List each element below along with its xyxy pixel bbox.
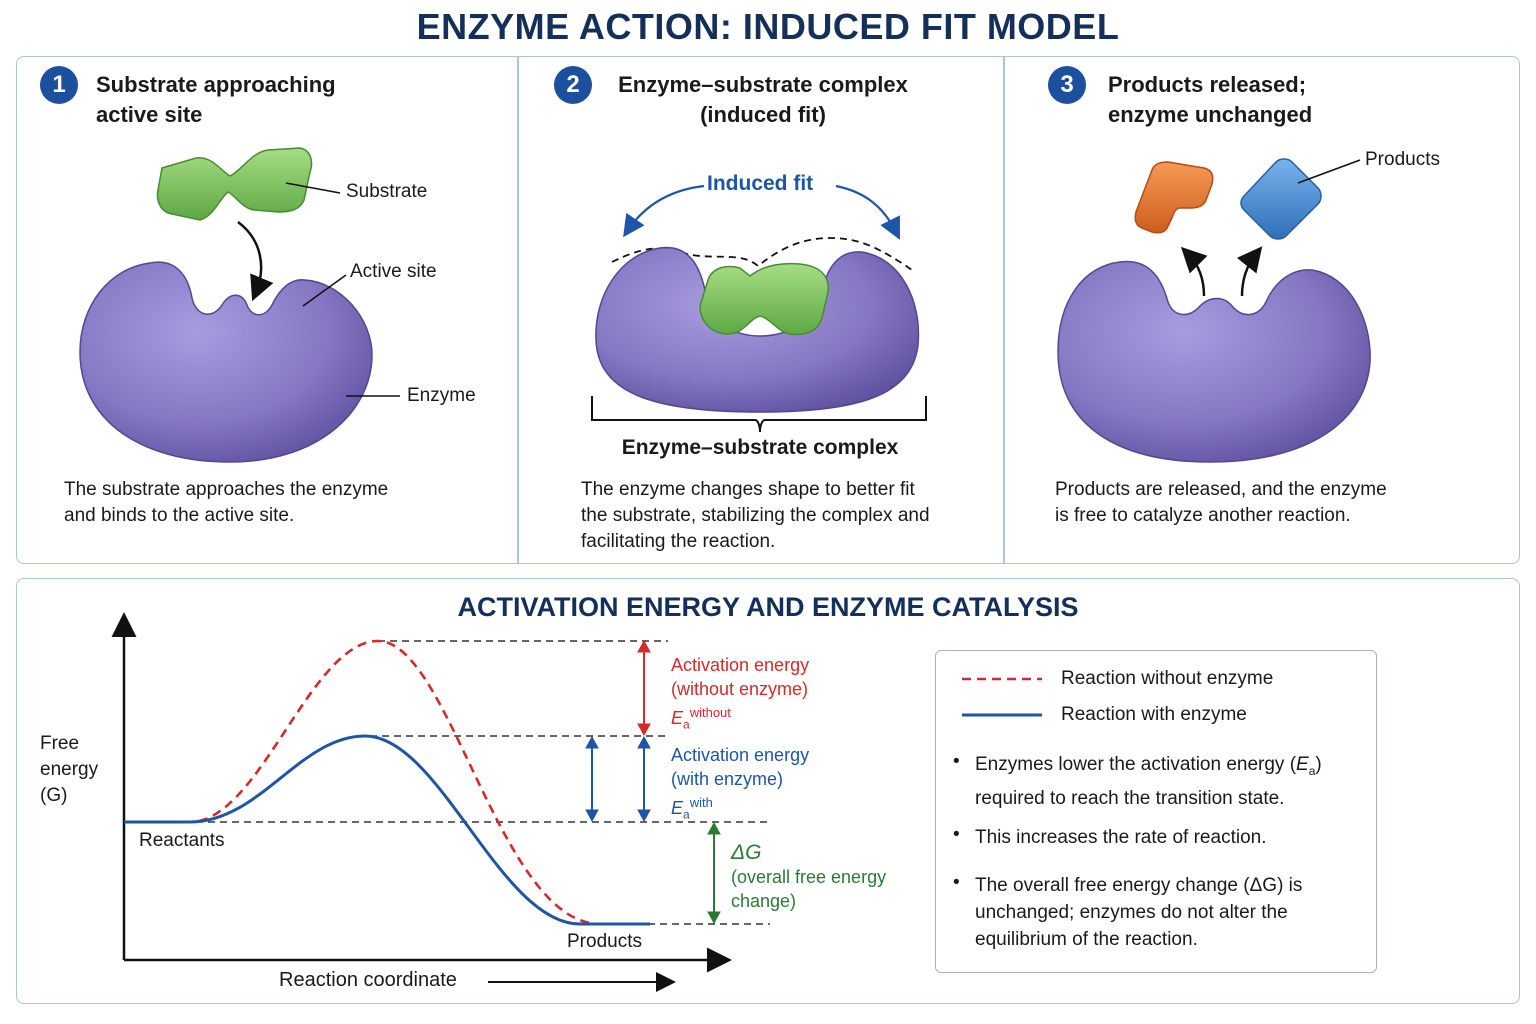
step-2-title: Enzyme–substrate complex (induced fit) (598, 70, 928, 130)
ea-with-symbol: Eawith (671, 795, 713, 822)
bullet-3-line3: equilibrium of the reaction. (975, 929, 1198, 950)
complex-brace (591, 396, 927, 433)
step-1-desc-line2: and binds to the active site. (64, 505, 295, 526)
ea-without-symbol: Eawithout (671, 705, 731, 732)
ea-without-line1: Activation energy (671, 655, 810, 675)
step-1-description: The substrate approaches the enzyme and … (64, 477, 388, 529)
substrate-shape (156, 147, 313, 221)
bullet-3-line2: unchanged; enzymes do not alter the (975, 902, 1288, 923)
legend-without-label: Reaction without enzyme (1061, 668, 1274, 689)
step-1-title: Substrate approaching active site (96, 70, 336, 130)
bullet-3: The overall free energy change (ΔG) is u… (975, 872, 1375, 953)
curve-without-enzyme (124, 639, 650, 926)
step-2-desc-line1: The enzyme changes shape to better fit (581, 479, 915, 500)
ylabel-line3: (G) (40, 785, 68, 806)
complex-label: Enzyme–substrate complex (621, 436, 899, 459)
product-orange (1134, 161, 1214, 234)
products-energy-label: Products (567, 931, 642, 952)
ea-with-arrow-right (637, 735, 651, 823)
bullet-2: This increases the rate of reaction. (975, 827, 1267, 848)
ylabel-line2: energy (40, 759, 99, 780)
step-3-number: 3 (1048, 66, 1086, 104)
divider-1 (517, 56, 519, 564)
step-1-title-line1: Substrate approaching (96, 72, 336, 97)
ea-without-annotation: Activation energy (without enzyme) Eawit… (671, 653, 809, 737)
step-3-desc-line1: Products are released, and the enzyme (1055, 479, 1387, 500)
products-label: Products (1365, 149, 1440, 170)
ylabel-line1: Free (40, 733, 80, 754)
ea-with-line1: Activation energy (671, 745, 810, 765)
legend-with-label: Reaction with enzyme (1061, 704, 1247, 725)
step-3-desc-line2: is free to catalyze another reaction. (1055, 505, 1351, 526)
substrate-in-complex (699, 262, 829, 336)
delta-g-annotation: ΔG (overall free energy change) (731, 841, 886, 913)
step-3-description: Products are released, and the enzyme is… (1055, 477, 1387, 529)
step-2-description: The enzyme changes shape to better fit t… (581, 477, 930, 555)
step-1-number: 1 (40, 66, 78, 104)
bullet-1-line1: Enzymes lower the activation energy (Ea) (975, 754, 1322, 778)
enzyme-label: Enzyme (407, 385, 476, 406)
divider-2 (1003, 56, 1005, 564)
energy-section-title: ACTIVATION ENERGY AND ENZYME CATALYSIS (457, 592, 1079, 622)
step-1-desc-line1: The substrate approaches the enzyme (64, 479, 389, 500)
step-1-title-line2: active site (96, 102, 203, 127)
active-site-label: Active site (350, 261, 437, 282)
reactants-label: Reactants (139, 830, 225, 851)
enzyme-shape-1 (79, 261, 373, 463)
step-3-title: Products released; enzyme unchanged (1108, 70, 1312, 130)
bullet-dot-3: • (953, 872, 960, 893)
ea-without-line2: (without enzyme) (671, 679, 809, 699)
page-title: ENZYME ACTION: INDUCED FIT MODEL (416, 6, 1120, 47)
step-3-title-line1: Products released; (1108, 72, 1307, 97)
delta-g-symbol: ΔG (731, 841, 762, 864)
delta-g-arrow (707, 821, 721, 925)
step-2-title-line2: (induced fit) (700, 102, 826, 127)
bullet-dot-1: • (953, 751, 960, 772)
ea-without-arrow (637, 639, 651, 737)
bullet-dot-2: • (953, 824, 960, 845)
step-3-title-line2: enzyme unchanged (1108, 102, 1313, 127)
step-2-number: 2 (554, 66, 592, 104)
enzyme-shape-3 (1057, 260, 1371, 463)
bullet-1: Enzymes lower the activation energy (Ea)… (975, 751, 1375, 812)
step-2-title-line1: Enzyme–substrate complex (618, 72, 908, 97)
product-blue (1240, 158, 1322, 240)
bullet-3-line1: The overall free energy change (ΔG) is (975, 875, 1303, 896)
ea-with-annotation: Activation energy (with enzyme) Eawith (671, 743, 809, 827)
ea-with-arrow-left (585, 735, 599, 823)
dg-line1: (overall free energy (731, 867, 887, 887)
ea-with-line2: (with enzyme) (671, 769, 784, 789)
step-2-desc-line2: the substrate, stabilizing the complex a… (581, 505, 930, 526)
induced-fit-label: Induced fit (707, 172, 814, 195)
step-2-desc-line3: facilitating the reaction. (581, 531, 776, 552)
curve-with-enzyme (124, 734, 650, 926)
substrate-label: Substrate (346, 181, 428, 202)
legend-box (935, 650, 1377, 973)
bullet-1-line2: required to reach the transition state. (975, 787, 1285, 809)
y-axis-label: Free energy (G) (40, 731, 98, 809)
dg-line2: change) (731, 891, 797, 911)
x-axis-label: Reaction coordinate (279, 969, 457, 991)
